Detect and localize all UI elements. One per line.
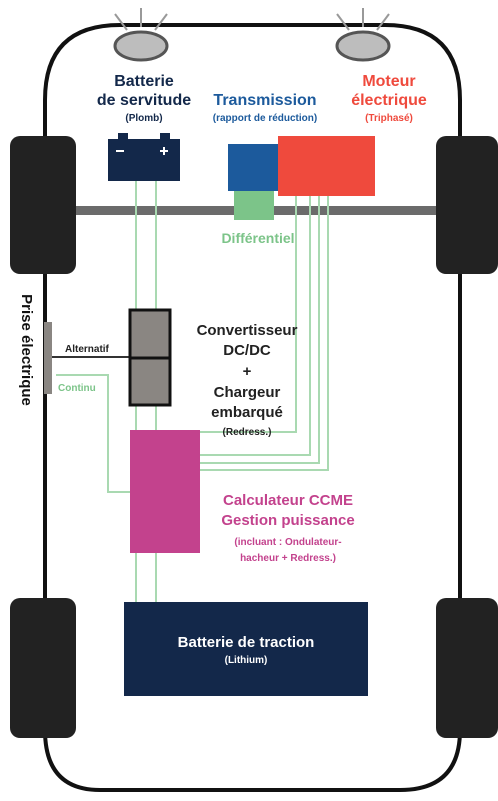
wheel-front-left [10, 136, 76, 274]
power-cables [56, 178, 329, 602]
convertisseur-sub: (Redress.) [223, 427, 272, 438]
calculateur-box [130, 430, 200, 553]
convertisseur-line3: + [243, 363, 252, 380]
moteur-title: Moteur [362, 73, 415, 90]
wheel-rear-right [436, 598, 498, 738]
batterie-servitude-title: Batterie [114, 73, 174, 90]
calculateur-line1: Calculateur CCME [223, 492, 353, 509]
differentiel-box [234, 191, 274, 220]
transmission-title: Transmission [213, 92, 316, 109]
differentiel-label: Différentiel [221, 230, 294, 246]
batterie-servitude-title-2: de servitude [97, 92, 191, 109]
headlight-left-icon [113, 8, 169, 62]
convertisseur-line4: Chargeur [214, 384, 281, 401]
calculateur-line2: Gestion puissance [221, 512, 354, 529]
wheel-front-right [436, 136, 498, 274]
wheel-rear-left [10, 598, 76, 738]
prise-electrique-label: Prise électrique [18, 294, 35, 406]
convertisseur-line2: DC/DC [223, 342, 271, 359]
continu-label: Continu [58, 383, 96, 394]
prise-electrique-plug [44, 322, 52, 394]
moteur-title-2: électrique [351, 92, 427, 109]
batterie-servitude-sub: (Plomb) [125, 113, 162, 124]
convertisseur-box [128, 308, 172, 407]
batterie-traction-sub: (Lithium) [225, 655, 268, 666]
convertisseur-line5: embarqué [211, 404, 283, 421]
transmission-sub: (rapport de réduction) [213, 113, 317, 124]
alternatif-label: Alternatif [65, 344, 110, 355]
car-body-outline [43, 23, 462, 792]
moteur-electrique-box [278, 136, 375, 196]
transmission-box [228, 144, 280, 191]
convertisseur-line1: Convertisseur [197, 322, 298, 339]
calculateur-sub2: hacheur + Redress.) [240, 553, 336, 564]
moteur-sub: (Triphasé) [365, 113, 413, 124]
batterie-traction-box [124, 602, 368, 696]
batterie-traction-title: Batterie de traction [178, 634, 315, 651]
calculateur-sub1: (incluant : Ondulateur- [234, 537, 341, 548]
headlight-right-icon [335, 8, 391, 62]
batterie-servitude-box [108, 133, 180, 181]
